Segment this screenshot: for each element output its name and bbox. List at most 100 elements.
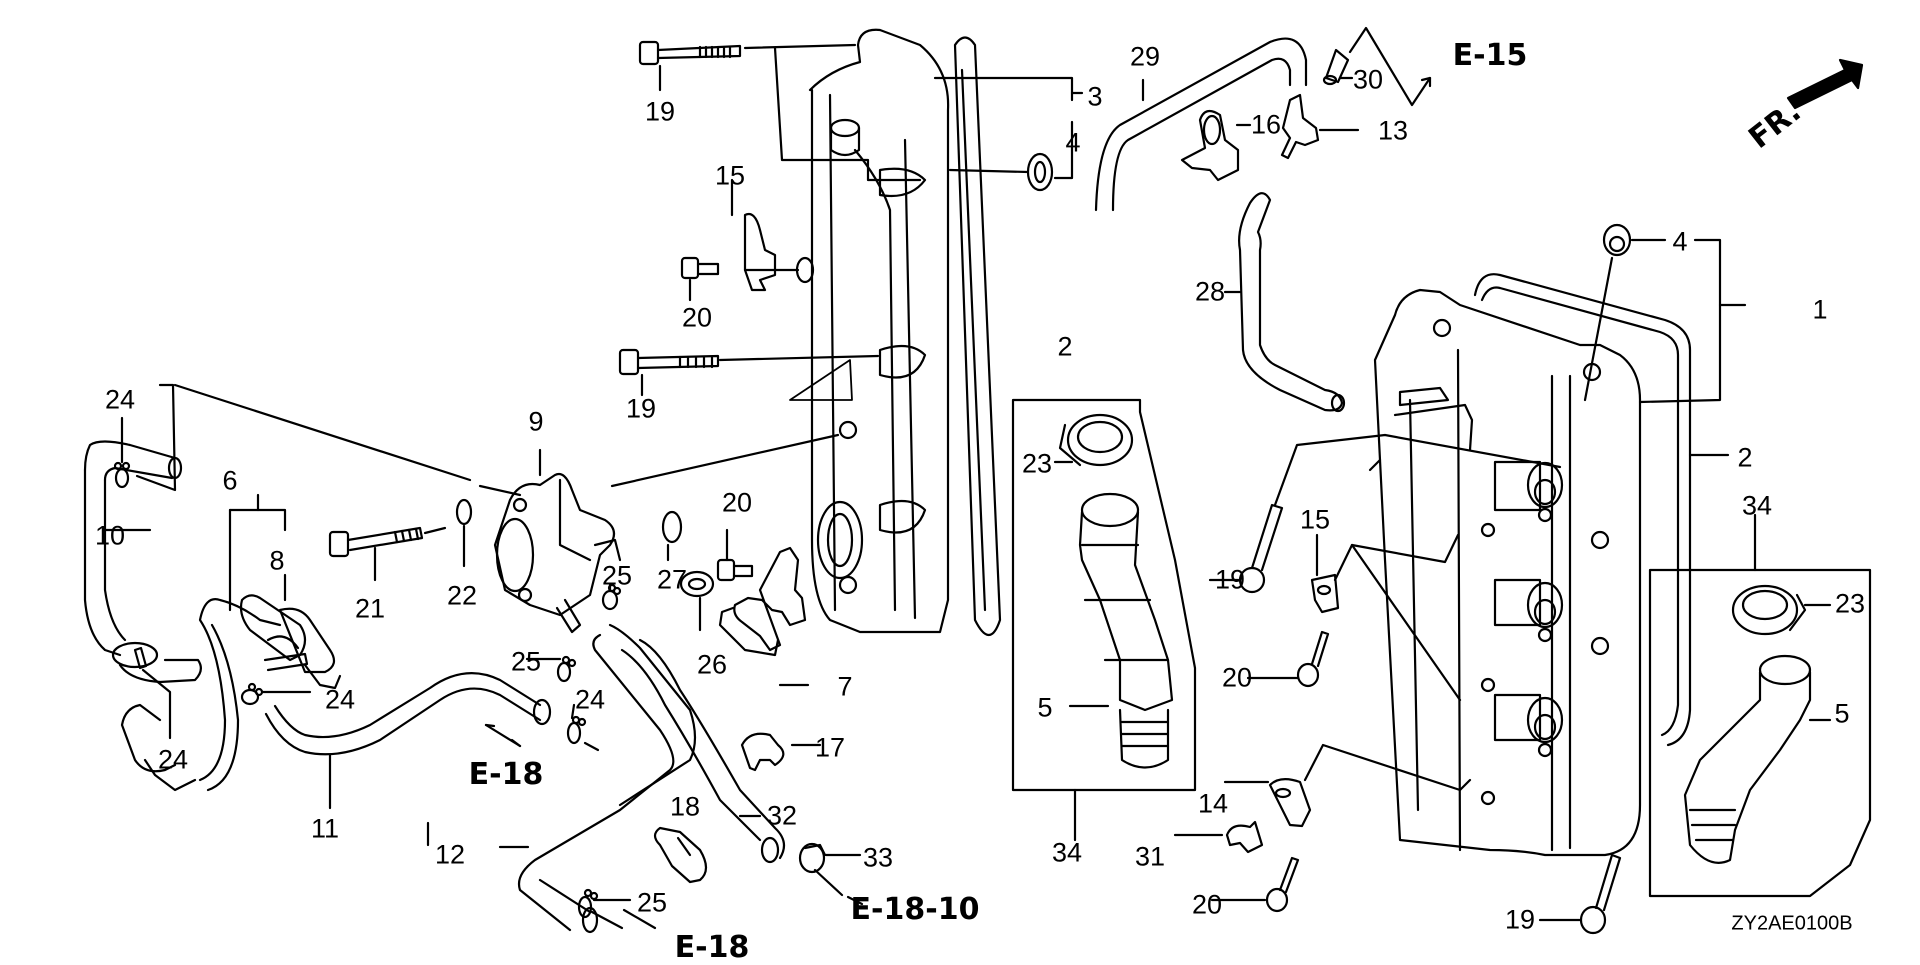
ref-e18-lower[interactable]: E-18 — [674, 930, 750, 965]
callout-20-right-a[interactable]: 20 — [1221, 662, 1253, 693]
callout-25-a[interactable]: 25 — [601, 560, 633, 591]
joint-13[interactable] — [1280, 93, 1320, 160]
fuel-pump-9[interactable] — [493, 472, 622, 634]
bolt-20-right-b[interactable] — [1265, 856, 1300, 913]
bracket-15-right[interactable] — [1310, 573, 1340, 614]
callout-10[interactable]: 10 — [94, 520, 126, 551]
callout-17[interactable]: 17 — [814, 732, 846, 763]
callout-19-right[interactable]: 19 — [1214, 564, 1246, 595]
head-cover-left[interactable] — [808, 28, 950, 634]
callout-25-b[interactable]: 25 — [510, 646, 542, 677]
callout-16[interactable]: 16 — [1250, 109, 1282, 140]
callout-34-right[interactable]: 34 — [1741, 490, 1773, 521]
callout-23-right[interactable]: 23 — [1834, 588, 1866, 619]
washer-27[interactable] — [661, 510, 683, 544]
callout-13[interactable]: 13 — [1377, 115, 1409, 146]
clamp-23-center[interactable] — [1058, 413, 1134, 467]
gasket-left[interactable] — [953, 36, 1002, 637]
clip-16[interactable] — [1180, 109, 1240, 182]
hose-28[interactable] — [1238, 192, 1346, 413]
callout-7[interactable]: 7 — [837, 671, 853, 702]
gasket-right[interactable] — [1473, 273, 1692, 747]
callout-6[interactable]: 6 — [222, 465, 238, 496]
bracket-7[interactable] — [718, 546, 807, 657]
callout-22[interactable]: 22 — [446, 580, 478, 611]
callout-24-b[interactable]: 24 — [157, 744, 189, 775]
callout-32[interactable]: 32 — [766, 800, 798, 831]
bolt-19-top[interactable] — [638, 40, 742, 66]
bolt-20-left[interactable] — [680, 256, 720, 280]
callout-30[interactable]: 30 — [1352, 64, 1384, 95]
clamp-18[interactable] — [653, 826, 708, 884]
clip-24-d[interactable] — [566, 715, 587, 745]
bolt-21[interactable] — [328, 526, 424, 558]
callout-19-mid[interactable]: 19 — [625, 393, 657, 424]
hose-11[interactable] — [264, 672, 552, 756]
bracket-15-left[interactable] — [743, 212, 777, 292]
callout-4-right[interactable]: 4 — [1672, 226, 1688, 257]
clip-25-b[interactable] — [556, 655, 577, 683]
connector-8[interactable] — [239, 594, 307, 662]
callout-27[interactable]: 27 — [656, 564, 688, 595]
callout-29[interactable]: 29 — [1129, 41, 1161, 72]
clip-31[interactable] — [1225, 820, 1264, 854]
sensor-assembly-6[interactable] — [120, 598, 342, 792]
callout-4-top[interactable]: 4 — [1065, 127, 1081, 158]
callout-8[interactable]: 8 — [269, 545, 285, 576]
callout-9[interactable]: 9 — [528, 406, 544, 437]
callout-33[interactable]: 33 — [862, 842, 894, 873]
callout-5-right[interactable]: 5 — [1834, 698, 1850, 729]
callout-2-left[interactable]: 2 — [1057, 331, 1073, 362]
hose-32[interactable] — [620, 638, 786, 864]
ref-e18-10[interactable]: E-18-10 — [850, 892, 980, 927]
callout-28[interactable]: 28 — [1194, 276, 1226, 307]
bolt-19-bottom[interactable] — [1579, 853, 1622, 935]
bolt-19-right[interactable] — [1238, 503, 1284, 594]
callout-26[interactable]: 26 — [696, 649, 728, 680]
bolt-19-mid[interactable] — [618, 348, 720, 376]
clip-24-b[interactable] — [133, 646, 148, 670]
callout-19-bottom[interactable]: 19 — [1504, 904, 1536, 935]
callout-20-right-b[interactable]: 20 — [1191, 889, 1223, 920]
callout-25-c[interactable]: 25 — [636, 887, 668, 918]
callout-23-center[interactable]: 23 — [1021, 448, 1053, 479]
clamp-23-right[interactable] — [1731, 584, 1807, 636]
callout-2-right[interactable]: 2 — [1737, 442, 1753, 473]
bolt-20-right-a[interactable] — [1296, 630, 1330, 688]
clip-24-a[interactable] — [113, 461, 131, 489]
bolt-20-mid[interactable] — [716, 558, 754, 582]
callout-14[interactable]: 14 — [1197, 788, 1229, 819]
callout-15-right[interactable]: 15 — [1299, 504, 1331, 535]
callout-5-center[interactable]: 5 — [1037, 692, 1053, 723]
clip-24-c[interactable] — [240, 682, 264, 706]
callout-19-top[interactable]: 19 — [644, 96, 676, 127]
callout-20-left[interactable]: 20 — [681, 302, 713, 333]
callout-24-d[interactable]: 24 — [574, 684, 606, 715]
callout-24-a[interactable]: 24 — [104, 384, 136, 415]
hose-29[interactable] — [1094, 37, 1308, 212]
head-cover-right[interactable] — [1368, 288, 1642, 857]
filler-neck-5-center[interactable] — [1078, 492, 1174, 769]
callout-20-mid[interactable]: 20 — [721, 487, 753, 518]
callout-11[interactable]: 11 — [310, 813, 340, 844]
callout-21[interactable]: 21 — [354, 593, 386, 624]
callout-34-center[interactable]: 34 — [1051, 837, 1083, 868]
washer-22[interactable] — [455, 498, 473, 526]
bracket-14[interactable] — [1268, 778, 1312, 828]
grommet-top[interactable] — [1026, 152, 1054, 192]
clip-17[interactable] — [740, 732, 785, 772]
callout-15-left[interactable]: 15 — [714, 160, 746, 191]
grommet-right[interactable] — [1602, 223, 1632, 257]
callout-1[interactable]: 1 — [1812, 294, 1828, 325]
callout-24-c[interactable]: 24 — [324, 684, 356, 715]
hose-10[interactable] — [83, 440, 202, 684]
callout-3[interactable]: 3 — [1087, 81, 1103, 112]
callout-12[interactable]: 12 — [434, 839, 466, 870]
grommet-26[interactable] — [679, 570, 715, 598]
filler-neck-5-right[interactable] — [1683, 654, 1812, 864]
cap-30[interactable] — [1322, 48, 1350, 86]
callout-18[interactable]: 18 — [669, 791, 701, 822]
callout-31[interactable]: 31 — [1134, 841, 1166, 872]
ref-e18-upper[interactable]: E-18 — [468, 757, 544, 792]
ref-e15[interactable]: E-15 — [1452, 38, 1528, 73]
